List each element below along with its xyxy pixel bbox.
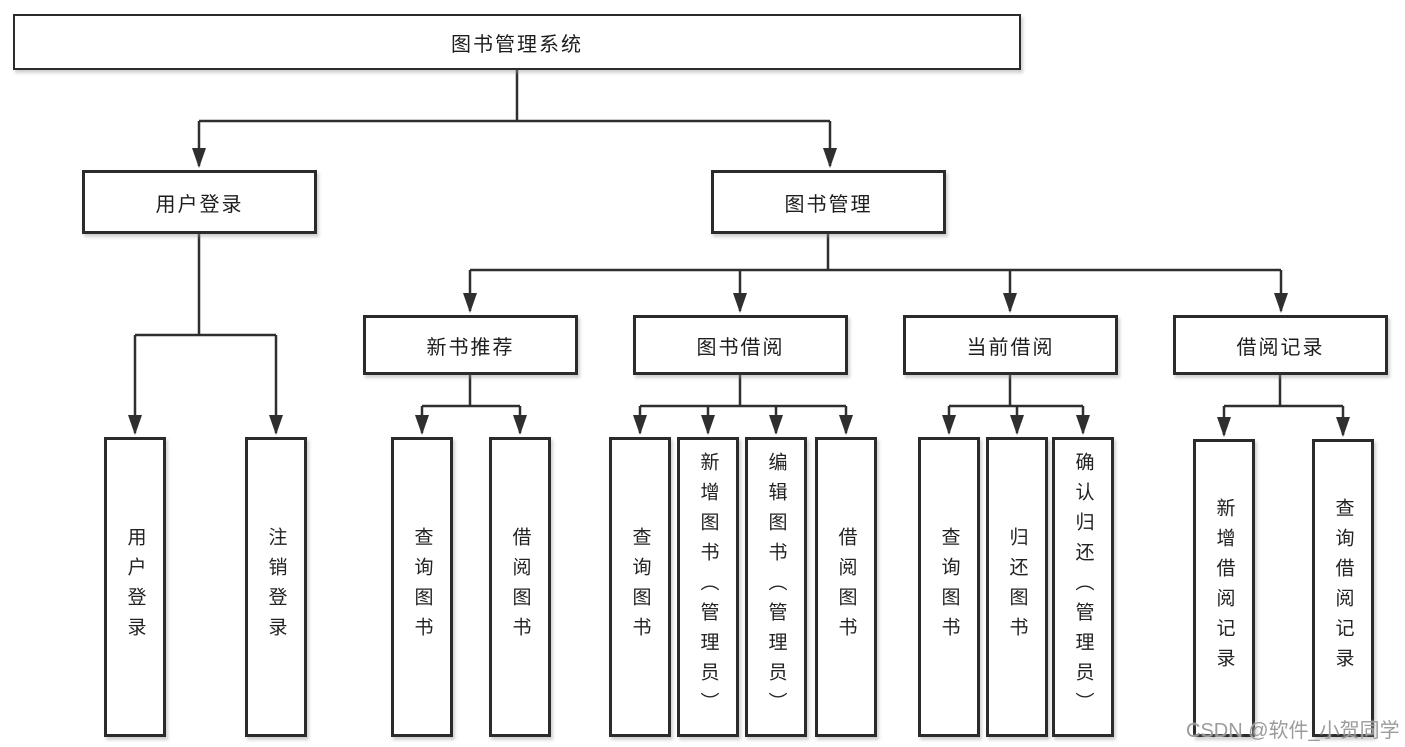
node-new-books-label: 新书推荐 (426, 336, 515, 359)
leaf-newbooks-borrow-label: 借阅图书 (509, 527, 531, 647)
leaf-current-return-label: 归还图书 (1006, 527, 1028, 647)
leaf-logout-label: 注销登录 (265, 527, 287, 647)
node-current-borrow: 当前借阅 (903, 315, 1118, 375)
leaf-borrow-query-label: 查询图书 (629, 527, 651, 647)
leaf-borrow-borrow: 借阅图书 (815, 437, 877, 737)
node-book-borrow-label: 图书借阅 (696, 336, 785, 359)
node-user-login: 用户登录 (82, 170, 317, 234)
node-book-mgmt-label: 图书管理 (784, 193, 873, 216)
node-book-borrow: 图书借阅 (633, 315, 848, 375)
node-user-login-label: 用户登录 (155, 193, 244, 216)
node-root: 图书管理系统 (13, 14, 1021, 70)
leaf-records-add: 新增借阅记录 (1193, 439, 1255, 737)
leaf-borrow-edit: 编辑图书（管理员） (745, 437, 807, 737)
leaf-records-query-label: 查询借阅记录 (1332, 498, 1354, 678)
node-book-mgmt: 图书管理 (711, 170, 946, 234)
leaf-logout: 注销登录 (245, 437, 307, 737)
leaf-current-confirm: 确认归还（管理员） (1052, 437, 1114, 737)
leaf-records-add-label: 新增借阅记录 (1213, 498, 1235, 678)
leaf-current-confirm-label: 确认归还（管理员） (1072, 452, 1094, 722)
leaf-borrow-add-label: 新增图书（管理员） (697, 452, 719, 722)
leaf-borrow-edit-label: 编辑图书（管理员） (765, 452, 787, 722)
leaf-current-query: 查询图书 (918, 437, 980, 737)
leaf-borrow-query: 查询图书 (609, 437, 671, 737)
csdn-watermark: CSDN @软件_小贺同学 (1186, 720, 1400, 742)
leaf-current-return: 归还图书 (986, 437, 1048, 737)
node-current-borrow-label: 当前借阅 (966, 336, 1055, 359)
leaf-borrow-add: 新增图书（管理员） (677, 437, 739, 737)
node-root-label: 图书管理系统 (451, 33, 583, 56)
leaf-newbooks-borrow: 借阅图书 (489, 437, 551, 737)
leaf-user-login-label: 用户登录 (124, 527, 146, 647)
leaf-current-query-label: 查询图书 (938, 527, 960, 647)
node-borrow-records-label: 借阅记录 (1236, 336, 1325, 359)
leaf-user-login: 用户登录 (104, 437, 166, 737)
node-borrow-records: 借阅记录 (1173, 315, 1388, 375)
leaf-newbooks-query: 查询图书 (391, 437, 453, 737)
leaf-borrow-borrow-label: 借阅图书 (835, 527, 857, 647)
leaf-newbooks-query-label: 查询图书 (411, 527, 433, 647)
leaf-records-query: 查询借阅记录 (1312, 439, 1374, 737)
node-new-books: 新书推荐 (363, 315, 578, 375)
